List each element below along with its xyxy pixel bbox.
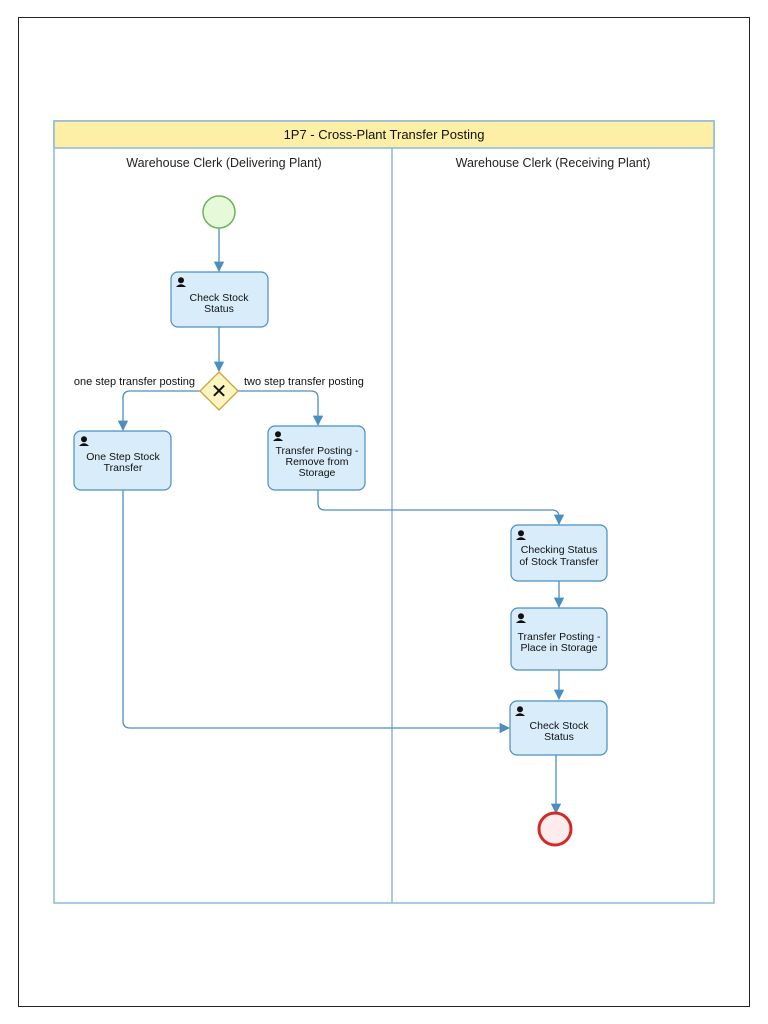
- flow-label-one-step: one step transfer posting: [74, 376, 195, 388]
- pool: 1P7 - Cross-Plant Transfer Posting: [53, 120, 715, 904]
- task-transfer-posting-place[interactable]: Transfer Posting - Place in Storage: [510, 607, 608, 671]
- start-event[interactable]: [202, 195, 236, 229]
- task-box: [510, 524, 608, 582]
- task-box: [267, 425, 366, 491]
- lane-title-receiving: Warehouse Clerk (Receiving Plant): [456, 156, 651, 170]
- lane-title-delivering: Warehouse Clerk (Delivering Plant): [126, 156, 321, 170]
- flow-remove-to-checking: [317, 490, 565, 526]
- task-label-line: Storage: [299, 467, 336, 479]
- flow-gateway-to-remove: [238, 390, 324, 427]
- gateway-diamond: [199, 371, 239, 411]
- page-frame: [18, 17, 750, 1007]
- lanes: Warehouse Clerk (Delivering Plant) Wareh…: [126, 148, 650, 903]
- user-icon: [176, 277, 186, 287]
- pool-header: [53, 120, 715, 149]
- task-check-stock-1[interactable]: Check Stock Status: [170, 271, 269, 328]
- user-icon: [273, 431, 283, 441]
- exclusive-gateway[interactable]: ✕: [199, 371, 239, 411]
- flow-gateway-to-one-step: [117, 390, 200, 432]
- user-icon: [516, 530, 526, 540]
- user-icon: [516, 613, 526, 623]
- task-label-line: Transfer: [104, 462, 143, 474]
- user-icon: [79, 436, 89, 446]
- task-box: [170, 271, 269, 328]
- pool-border: [53, 120, 715, 904]
- task-label-line: Transfer Posting -: [517, 631, 601, 643]
- task-label-line: Check Stock: [530, 720, 590, 732]
- task-label-line: of Stock Transfer: [519, 556, 599, 568]
- task-label-line: Place in Storage: [520, 642, 597, 654]
- pool-title: 1P7 - Cross-Plant Transfer Posting: [284, 127, 485, 142]
- task-label-line: Transfer Posting -: [275, 445, 359, 457]
- task-label-line: Status: [544, 731, 574, 743]
- task-label-line: Check Stock: [190, 292, 250, 304]
- task-check-stock-2[interactable]: Check Stock Status: [509, 700, 608, 756]
- task-box: [509, 700, 608, 756]
- task-box: [510, 607, 608, 671]
- task-checking-status[interactable]: Checking Status of Stock Transfer: [510, 524, 608, 582]
- x-icon: ✕: [211, 381, 228, 403]
- end-event[interactable]: [537, 811, 573, 847]
- task-box: [73, 430, 172, 491]
- task-one-step-stock-transfer[interactable]: One Step Stock Transfer: [73, 430, 172, 491]
- flow-one-step-to-check: [122, 490, 511, 734]
- user-icon: [515, 706, 525, 716]
- task-label-line: One Step Stock: [86, 451, 160, 463]
- task-transfer-posting-remove[interactable]: Transfer Posting - Remove from Storage: [267, 425, 366, 491]
- task-label-line: Checking Status: [521, 544, 597, 556]
- sequence-flows: [117, 228, 565, 815]
- task-label-line: Remove from: [285, 456, 348, 468]
- task-label-line: Status: [204, 303, 234, 315]
- flow-label-two-step: two step transfer posting: [244, 376, 364, 388]
